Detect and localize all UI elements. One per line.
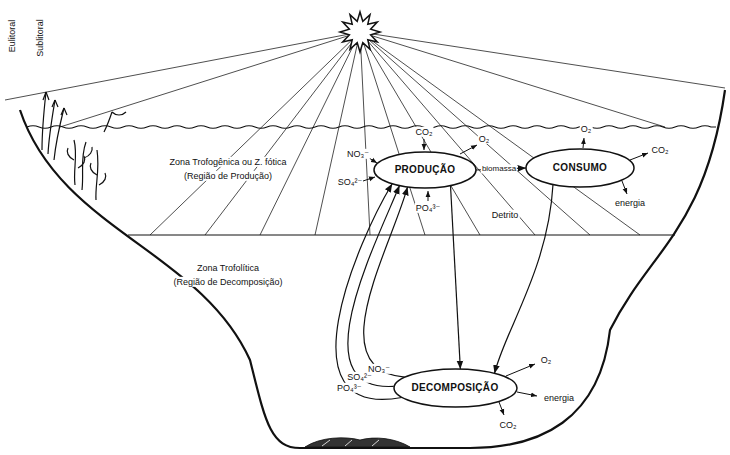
sediment-part [305,438,410,447]
sediment [305,438,410,447]
energy-label: energia [543,393,575,403]
exchange-arrows-part [506,364,535,376]
zone-name: Sublitoral [35,18,45,58]
chemical-label: PO₄³⁻ [415,203,441,213]
exchange-arrows-part [622,181,627,194]
edge-label: PO₄³⁻ [336,383,362,393]
exchange-arrows-part [424,139,425,150]
sun-rays-part [150,32,360,235]
sun-rays-part [360,32,665,127]
chemical-label: CO₂ [499,420,518,430]
littoral-plants [42,92,126,200]
ellipse-shape [374,152,476,188]
sun-rays-part [360,32,370,235]
exchange-arrows-part [460,145,477,154]
sun-symbol [340,12,380,52]
edge-label: biomassa [481,164,517,173]
sun-rays [5,32,725,235]
zone-name: Eulitoral [7,19,17,54]
littoral-plants-part [54,108,64,160]
flow-arrow [336,184,402,400]
sun-rays-part [5,32,360,100]
sun-rays-part [205,32,360,235]
exchange-arrows-part [363,177,375,181]
exchange-arrows-part [517,392,537,396]
sun-rays-part [360,32,480,235]
zone-title: Zona Trofolítica [196,263,260,273]
zone-title: Zona Trofogênica ou Z. fótica [168,157,287,167]
zone-subtitle: (Região de Produção) [183,171,273,181]
node-title: DECOMPOSIÇÃO [412,382,499,394]
littoral-plants-part [42,92,46,150]
sediment-part [322,440,330,446]
littoral-plants-part [82,142,86,190]
ellipse-shape [526,149,634,187]
exchange-arrows-part [369,158,377,163]
water-surface [27,126,716,129]
lake-basin [20,90,725,448]
sun-rays-part [360,32,590,235]
chemical-label: SO₄²⁻ [337,177,363,187]
chemical-label: CO₂ [651,145,670,155]
chemical-label: O₂ [580,124,593,134]
sun-rays-part [360,32,535,235]
flow-arrow [451,186,461,369]
process-ellipse: PRODUÇÃO [373,151,477,189]
exchange-arrows-part [583,138,584,148]
littoral-plants-part [61,108,67,115]
chemical-label: CO₂ [415,127,434,137]
littoral-plants-part [52,100,58,107]
littoral-plants-part [48,100,55,154]
node-title: PRODUÇÃO [395,164,456,176]
ellipse-shape [394,369,517,407]
exchange-arrows-part [499,402,504,415]
sediment-part [372,440,379,446]
littoral-plants-part [90,163,106,185]
zone-subtitle: (Região de Decomposição) [172,277,283,287]
chemical-label: O₂ [478,134,491,144]
littoral-plants-part [43,92,49,100]
chemical-label: O₂ [540,355,553,365]
flow-arrow [348,186,400,387]
sun-rays-part [260,32,360,235]
edge-label: SO₄²⁻ [346,372,372,382]
energy-label: energia [614,198,646,208]
exchange-arrows-part [630,153,648,160]
littoral-plants-part [74,140,76,185]
node-title: CONSUMO [553,162,607,174]
process-ellipse: DECOMPOSIÇÃO [393,368,518,408]
exchange-arrows [363,138,648,415]
sun-rays-part [360,32,725,88]
exchange-arrows-part [428,191,429,201]
sun-rays-part [315,32,360,235]
chemical-label: NO₃⁻ [346,149,370,159]
flow-arrow [364,187,408,377]
littoral-plants-part [104,112,126,132]
sun-rays-part [60,32,360,127]
sediment-part [345,440,352,446]
process-ellipse: CONSUMO [525,148,635,188]
zone-boundary [128,235,675,236]
littoral-plants-part [67,147,92,168]
edge-label: Detrito [491,210,520,220]
